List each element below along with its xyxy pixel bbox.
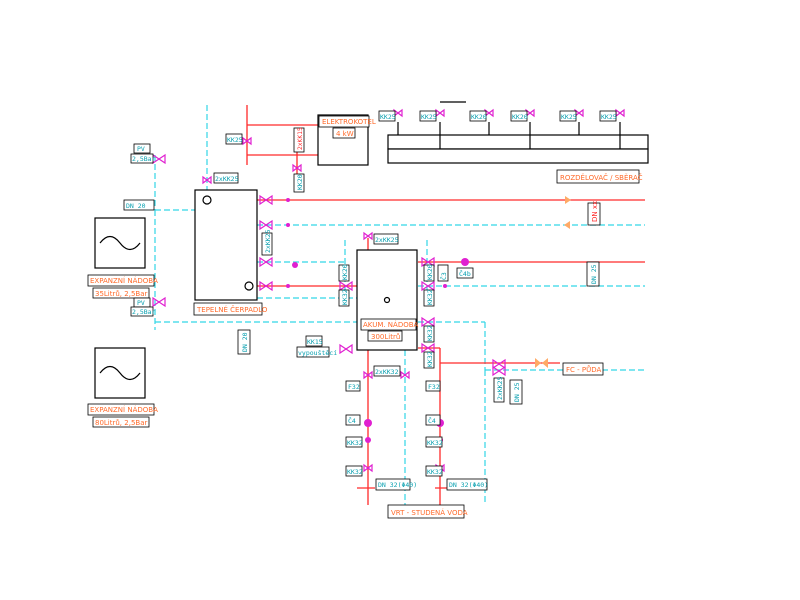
svg-text:Č4: Č4 bbox=[428, 416, 436, 425]
flow-arrows bbox=[535, 196, 571, 368]
red-pipes bbox=[246, 105, 645, 505]
svg-text:KK20: KK20 bbox=[426, 264, 434, 280]
svg-text:AKUM. NÁDOBA: AKUM. NÁDOBA bbox=[363, 320, 419, 329]
svg-text:2xKK15: 2xKK15 bbox=[297, 127, 304, 150]
svg-text:KK32: KK32 bbox=[426, 325, 434, 341]
svg-text:KK25: KK25 bbox=[421, 113, 437, 121]
svg-text:DN 20: DN 20 bbox=[241, 332, 249, 352]
elektrokotel-label: ELEKTROKOTEL 4 kW bbox=[318, 115, 376, 139]
svg-text:EXPANZNÍ NÁDOBA: EXPANZNÍ NÁDOBA bbox=[90, 405, 158, 414]
svg-text:KK20: KK20 bbox=[471, 113, 487, 121]
svg-text:TEPELNÉ ČERPADLO: TEPELNÉ ČERPADLO bbox=[196, 305, 268, 314]
svg-text:2xKK32: 2xKK32 bbox=[375, 368, 399, 376]
svg-text:vypouštěcí: vypouštěcí bbox=[298, 349, 337, 357]
svg-text:Č4: Č4 bbox=[348, 416, 356, 425]
svg-text:KK32: KK32 bbox=[426, 351, 434, 367]
svg-text:DN 32(Φ40): DN 32(Φ40) bbox=[449, 481, 488, 489]
svg-text:Č3: Č3 bbox=[439, 272, 448, 280]
svg-text:4 kW: 4 kW bbox=[336, 130, 354, 138]
svg-text:ELEKTROKOTEL: ELEKTROKOTEL bbox=[322, 118, 376, 126]
expanzni-2-label: EXPANZNÍ NÁDOBA 80Litrů, 2,5Bar bbox=[87, 403, 158, 428]
svg-text:KK32: KK32 bbox=[426, 289, 434, 305]
svg-text:KK32: KK32 bbox=[341, 289, 349, 305]
fitting-labels: KK15 vypouštěcí PV 2,5Bar PV 2,5Bar KK25… bbox=[130, 127, 505, 477]
svg-text:KK32: KK32 bbox=[347, 439, 363, 447]
rozdelovac-label: ROZDĚLOVAČ / SBĚRAČ bbox=[556, 169, 643, 184]
svg-text:KK25: KK25 bbox=[380, 113, 396, 121]
svg-text:80Litrů, 2,5Bar: 80Litrů, 2,5Bar bbox=[95, 419, 147, 427]
svg-text:PV: PV bbox=[137, 145, 145, 153]
svg-text:KK25: KK25 bbox=[561, 113, 577, 121]
svg-text:DN 25: DN 25 bbox=[513, 382, 521, 402]
svg-text:KK20: KK20 bbox=[296, 174, 304, 190]
expanzni-1-label: EXPANZNÍ NÁDOBA 35Litrů, 2,5Bar bbox=[87, 274, 158, 299]
svg-text:F32: F32 bbox=[348, 383, 360, 391]
svg-text:KK32: KK32 bbox=[347, 468, 363, 476]
manifold-valve-labels: KK25 KK25 KK20 KK20 KK25 KK25 bbox=[378, 110, 617, 122]
svg-text:KK20: KK20 bbox=[341, 264, 349, 280]
svg-text:2xKK25: 2xKK25 bbox=[264, 229, 272, 253]
svg-text:KK25: KK25 bbox=[601, 113, 617, 121]
svg-text:KK32: KK32 bbox=[427, 468, 443, 476]
svg-text:DN 25: DN 25 bbox=[590, 264, 598, 284]
svg-text:KK20: KK20 bbox=[512, 113, 528, 121]
svg-text:VRT - STUDENÁ VODA: VRT - STUDENÁ VODA bbox=[391, 508, 468, 517]
svg-text:KK32: KK32 bbox=[427, 439, 443, 447]
svg-text:ROZDĚLOVAČ / SBĚRAČ: ROZDĚLOVAČ / SBĚRAČ bbox=[560, 173, 643, 182]
svg-text:KK25: KK25 bbox=[227, 136, 243, 144]
svg-text:2xKK25: 2xKK25 bbox=[215, 175, 239, 183]
distributor-collector bbox=[387, 101, 649, 164]
svg-text:EXPANZNÍ NÁDOBA: EXPANZNÍ NÁDOBA bbox=[90, 276, 158, 285]
dn-labels: DN 20 DN 20 DN 25 DN 25 DN xx DN 32(Φ40)… bbox=[123, 199, 601, 491]
svg-text:DN 20: DN 20 bbox=[126, 202, 146, 210]
svg-text:DN xx: DN xx bbox=[591, 201, 599, 222]
svg-text:Č4b: Č4b bbox=[459, 269, 471, 278]
svg-text:300Litrů: 300Litrů bbox=[371, 333, 400, 341]
expansion-vessel-1 bbox=[94, 217, 146, 269]
akum-nadoba-label: AKUM. NÁDOBA 300Litrů bbox=[360, 318, 419, 342]
vrt-label: VRT - STUDENÁ VODA bbox=[387, 504, 468, 519]
tepelne-cerpadlo-label: TEPELNÉ ČERPADLO bbox=[193, 302, 268, 316]
svg-text:35Litrů, 2,5Bar: 35Litrů, 2,5Bar bbox=[95, 290, 147, 298]
svg-text:KK15: KK15 bbox=[307, 338, 323, 346]
heat-pump bbox=[194, 189, 258, 301]
svg-text:2xKK25: 2xKK25 bbox=[496, 376, 504, 400]
expansion-vessel-2 bbox=[94, 347, 146, 399]
fc-poda-label: FC - PŮDA bbox=[562, 362, 604, 376]
svg-text:F32: F32 bbox=[428, 383, 440, 391]
svg-text:2,5Bar: 2,5Bar bbox=[132, 155, 156, 163]
svg-text:DN 32(Φ40): DN 32(Φ40) bbox=[378, 481, 417, 489]
svg-text:FC - PŮDA: FC - PŮDA bbox=[566, 365, 602, 374]
svg-text:PV: PV bbox=[137, 299, 145, 307]
svg-text:2,5Bar: 2,5Bar bbox=[132, 308, 156, 316]
svg-text:2xKK25: 2xKK25 bbox=[375, 236, 399, 244]
